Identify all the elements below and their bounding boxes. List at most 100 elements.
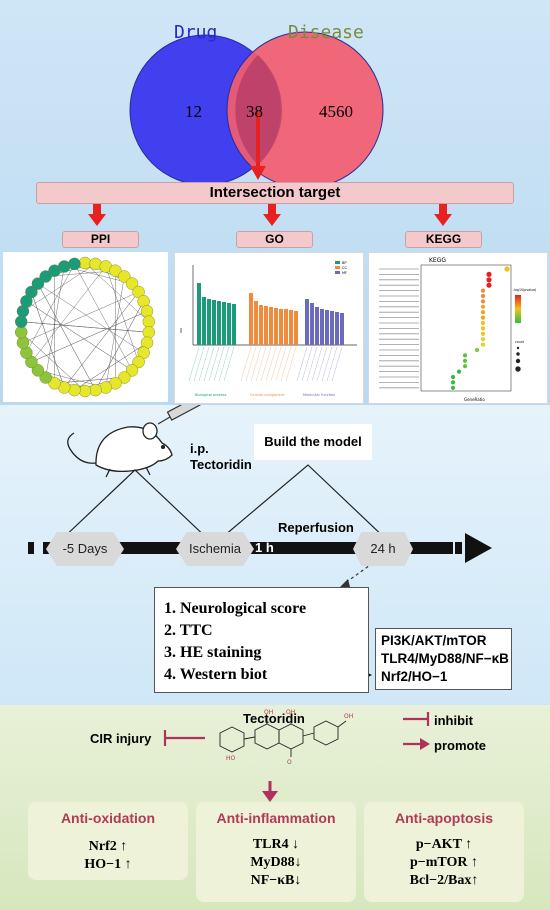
compound-name: Tectoridin [243, 711, 305, 726]
go-bar [269, 307, 273, 345]
ppi-node [140, 305, 154, 318]
kegg-xlabel: GeneRatio [464, 397, 485, 402]
overlap-arrow-head [250, 166, 266, 180]
kegg-dot [456, 369, 462, 374]
ppi-node [109, 264, 122, 277]
timepoint-ischemia: Ischemia [176, 532, 254, 566]
ppi-node [125, 277, 139, 290]
disease-label: Disease [288, 22, 364, 43]
ppi-node [118, 371, 131, 384]
go-bar [217, 301, 221, 345]
ppi-node [31, 364, 45, 377]
ppi-node [125, 364, 139, 377]
ppi-node [142, 315, 155, 328]
card-item: Nrf2 ↑ [88, 839, 128, 854]
ppi-node [58, 260, 71, 273]
go-bar [305, 299, 309, 345]
go-bar [335, 312, 339, 345]
kegg-dot [450, 374, 456, 380]
drug-label: Drug [174, 22, 218, 43]
reperfusion-label: Reperfusion [278, 520, 354, 535]
kegg-dot [480, 315, 486, 320]
disease-only-count: 4560 [319, 102, 353, 121]
kegg-dot [450, 385, 456, 390]
card-title: Anti-oxidation [60, 810, 156, 826]
kegg-dot [480, 288, 486, 293]
assay-item: 1. Neurological score [164, 600, 307, 617]
inhibit-legend-icon [403, 712, 430, 726]
assay-item: 4. Western biot [164, 666, 268, 683]
ppi-node [68, 383, 81, 397]
ppi-node [132, 355, 145, 369]
syringe-icon [157, 405, 201, 425]
card-item: TLR4 ↓ [252, 837, 300, 852]
svg-text:O: O [287, 759, 292, 766]
card-item: p−mTOR ↑ [409, 855, 478, 870]
card-title: Anti-inflammation [216, 810, 336, 826]
ppi-node [25, 285, 38, 299]
kegg-dot [486, 277, 492, 283]
ppi-node [15, 315, 28, 328]
kegg-dot [480, 304, 486, 309]
inhibit-legend-label: inhibit [434, 713, 473, 728]
ppi-node [89, 257, 102, 271]
go-bar [274, 308, 278, 345]
go-bar [284, 309, 288, 345]
kegg-title: KEGG [429, 257, 446, 264]
ppi-node [48, 377, 61, 390]
intersection-target-box: Intersection target [36, 182, 514, 204]
kegg-dot-plot: KEGG GeneRatio -log10(pvalue) count [379, 257, 536, 402]
pathway-item: Nrf2/HO−1 [381, 669, 448, 684]
ppi-node [99, 381, 112, 394]
go-legend-mf: MF [342, 271, 347, 275]
assay-item: 2. TTC [164, 622, 213, 639]
go-bar-chart: BP CC MF Biological process Cellular com… [180, 261, 357, 397]
assay-list: 1. Neurological score 2. TTC 3. HE stain… [154, 587, 369, 693]
kegg-chart-image: KEGG GeneRatio -log10(pvalue) count [368, 252, 548, 404]
pretreat-peak-line [59, 469, 211, 542]
go-bar [249, 293, 253, 345]
ppi-node [39, 371, 52, 384]
go-bar [294, 311, 298, 345]
go-chart-image: BP CC MF Biological process Cellular com… [174, 252, 364, 404]
card-item: NF−κB↓ [250, 873, 302, 888]
card-item: HO−1 ↑ [84, 857, 132, 872]
go-bar [207, 299, 211, 345]
ppi-node [78, 384, 92, 398]
svg-text:HO: HO [226, 755, 236, 762]
inhibit-arrow [163, 730, 205, 746]
anti-inflammation-card: Anti-inflammation TLR4 ↓ MyD88↓ NF−κB↓ [196, 802, 356, 902]
go-bar [289, 310, 293, 345]
timepoint-pretreat: -5 Days [46, 532, 124, 566]
card-item: p−AKT ↑ [415, 837, 473, 852]
timepoint-1h: 1 h [255, 540, 274, 555]
timepoint-24h: 24 h [353, 532, 413, 566]
tectoridin-structure-icon [219, 716, 347, 757]
promote-legend-label: promote [434, 738, 486, 753]
go-bar [330, 311, 334, 345]
go-bar [279, 309, 283, 345]
go-bar [264, 306, 268, 345]
kegg-dot [480, 299, 486, 304]
go-bar [340, 313, 344, 345]
venn-diagram [88, 31, 452, 226]
go-bar [315, 307, 319, 345]
overlap-count: 38 [246, 102, 263, 121]
kegg-dot [480, 320, 486, 326]
go-bar [227, 303, 231, 345]
go-category-bp: Biological process [195, 393, 227, 397]
go-bar [202, 297, 206, 345]
ppi-node [78, 256, 92, 270]
go-bar [212, 300, 216, 345]
analysis-arrows [88, 203, 452, 226]
assay-dashed-arrow [344, 562, 374, 584]
kegg-dot [462, 358, 468, 363]
kegg-dot [462, 353, 468, 358]
kegg-dot [480, 310, 486, 315]
go-category-mf: Molecular function [303, 393, 335, 397]
anti-apoptosis-card: Anti-apoptosis p−AKT ↑ p−mTOR ↑ Bcl−2/Ba… [364, 802, 524, 902]
venn-overlap [235, 55, 283, 165]
kegg-dot [450, 380, 456, 385]
kegg-dot [480, 293, 486, 299]
